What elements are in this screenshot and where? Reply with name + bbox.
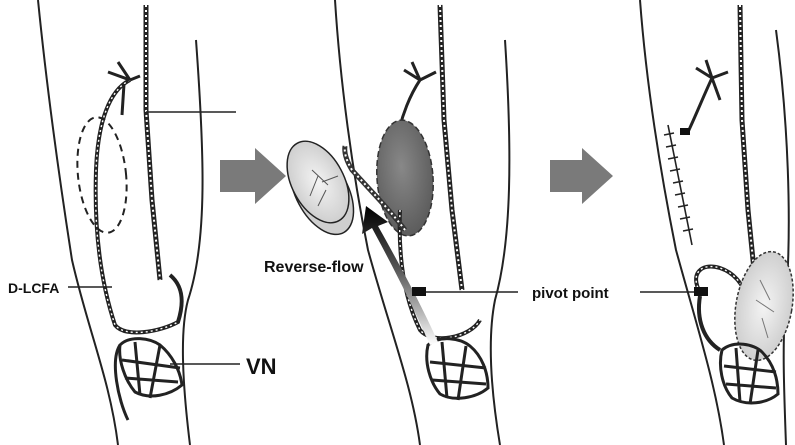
leg-outline-left-3 — [640, 0, 724, 445]
pivot-marker-3 — [694, 287, 708, 296]
inset-flap — [727, 247, 795, 365]
vascular-network-2 — [427, 339, 488, 400]
d-lcfa-vessel — [96, 80, 182, 332]
main-artery — [146, 5, 160, 280]
suture-line — [664, 125, 693, 245]
label-vn: VN — [246, 354, 277, 379]
leg-outline-left — [38, 0, 118, 445]
raised-flap — [274, 131, 366, 245]
panel-1: D-LCFA VN — [8, 0, 277, 445]
label-pivot-point: pivot point — [532, 285, 609, 302]
flap-design-outline — [72, 115, 132, 235]
pivot-marker-2 — [412, 287, 426, 296]
panel-2: Reverse-flow — [264, 0, 518, 445]
label-d-lcfa: D-LCFA — [8, 280, 59, 296]
label-reverse-flow: Reverse-flow — [264, 259, 364, 276]
step-arrow-2 — [550, 148, 613, 204]
panel-3 — [640, 0, 795, 445]
vascular-network-vn — [115, 339, 182, 420]
leg-outline-right-2 — [491, 40, 510, 445]
leg-outline-right — [183, 40, 203, 445]
step-arrow-1 — [220, 148, 286, 204]
